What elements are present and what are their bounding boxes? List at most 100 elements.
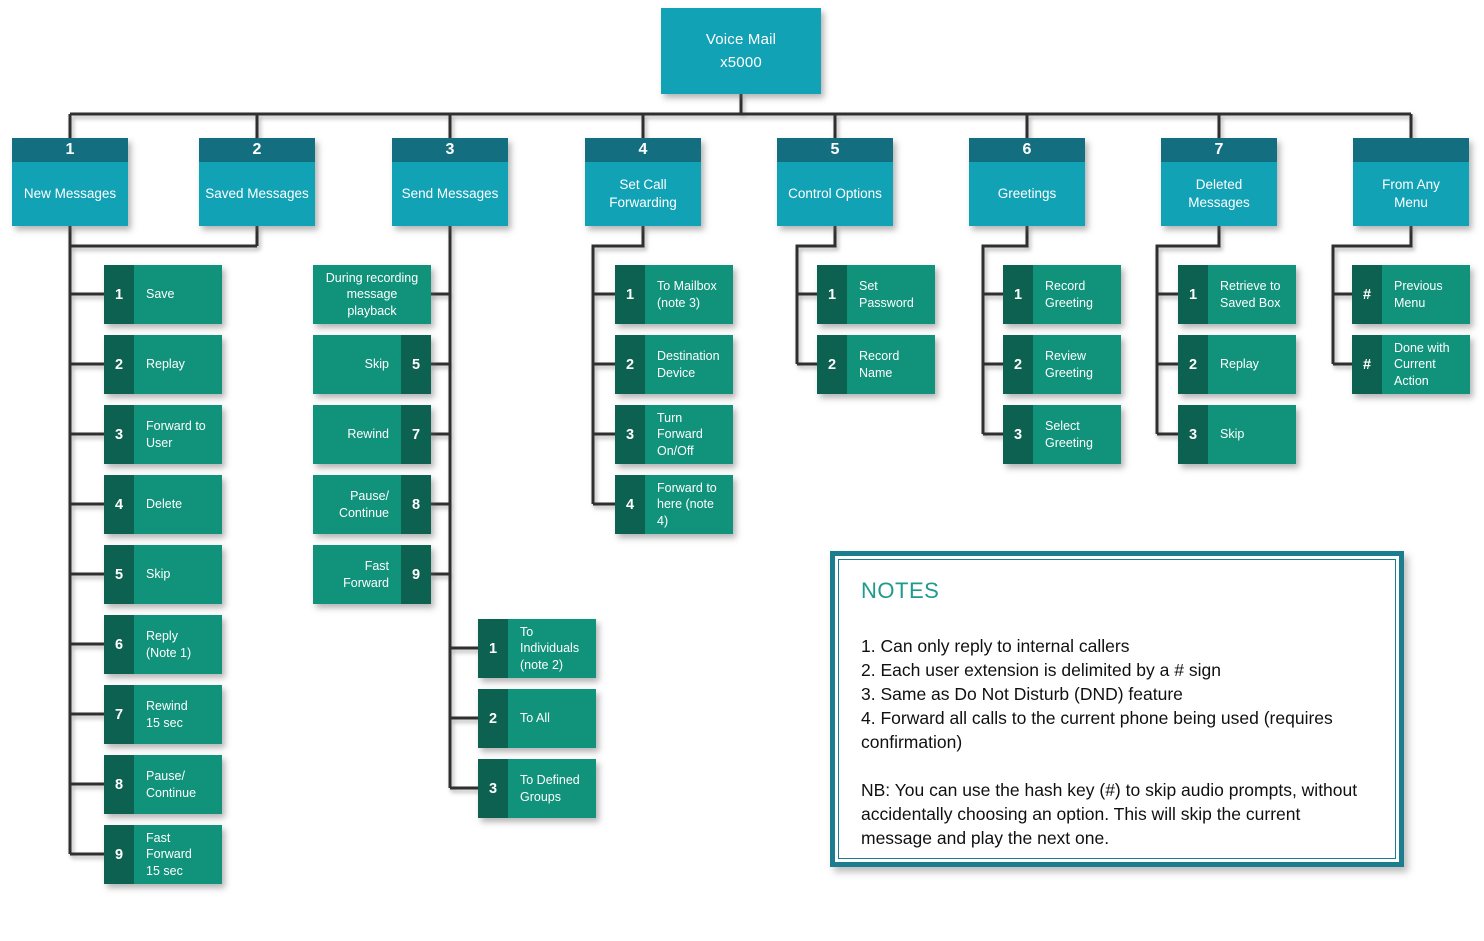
branch-label: Saved Messages: [199, 162, 315, 226]
branch-label: New Messages: [12, 162, 128, 226]
item-record-greeting: 1 Record Greeting: [1003, 265, 1121, 324]
item-reply: 6 Reply (Note 1): [104, 615, 222, 674]
item-deleted-skip: 3 Skip: [1178, 405, 1296, 464]
item-destination-device: 2 Destination Device: [615, 335, 733, 394]
item-label: Rewind: [313, 405, 401, 464]
item-key: 4: [615, 475, 645, 534]
item-key: 3: [1003, 405, 1033, 464]
connector-deleted-messages: [1155, 226, 1221, 436]
item-label: Pause/ Continue: [134, 755, 222, 814]
node-greetings: 6 Greetings: [969, 138, 1085, 226]
item-set-password: 1 Set Password: [817, 265, 935, 324]
notes-title: NOTES: [861, 578, 940, 603]
branch-key: [1353, 138, 1469, 162]
item-playback-rewind: 7 Rewind: [313, 405, 431, 464]
item-playback-pause-continue: 8 Pause/ Continue: [313, 475, 431, 534]
item-key: 1: [104, 265, 134, 324]
item-playback-skip: 5 Skip: [313, 335, 431, 394]
item-label: Select Greeting: [1033, 405, 1121, 464]
branch-key: 4: [585, 138, 701, 162]
item-label: To Mailbox (note 3): [645, 265, 733, 324]
item-key: #: [1352, 265, 1382, 324]
item-key: 7: [401, 405, 431, 464]
item-skip: 5 Skip: [104, 545, 222, 604]
branch-key: 3: [392, 138, 508, 162]
item-key: 6: [104, 615, 134, 674]
item-label: Replay: [134, 335, 222, 394]
connector-send-messages: [430, 226, 478, 790]
note-line: 2. Each user extension is delimited by a…: [861, 660, 1221, 680]
item-key: 1: [1178, 265, 1208, 324]
item-label: Turn Forward On/Off: [645, 405, 733, 464]
node-new-messages: 1 New Messages: [12, 138, 128, 226]
node-during-recording-playback: During recording message playback: [313, 265, 431, 324]
item-review-greeting: 2 Review Greeting: [1003, 335, 1121, 394]
item-deleted-replay: 2 Replay: [1178, 335, 1296, 394]
note-line: 4. Forward all calls to the current phon…: [861, 708, 1333, 752]
branch-key: 2: [199, 138, 315, 162]
item-label: Record Greeting: [1033, 265, 1121, 324]
item-key: 9: [401, 545, 431, 604]
item-to-defined-groups: 3 To Defined Groups: [478, 759, 596, 818]
item-label: Done with Current Action: [1382, 335, 1470, 394]
branch-label: Deleted Messages: [1161, 162, 1277, 226]
item-label: Forward to here (note 4): [645, 475, 733, 534]
item-key: 2: [1003, 335, 1033, 394]
connector-top-tier: [68, 94, 1413, 138]
item-key: 9: [104, 825, 134, 884]
item-key: 5: [401, 335, 431, 394]
note-line: 1. Can only reply to internal callers: [861, 636, 1130, 656]
item-key: 2: [104, 335, 134, 394]
node-voice-mail-root: Voice Mail x5000: [661, 8, 821, 94]
item-label: Fast Forward: [313, 545, 401, 604]
item-key: 7: [104, 685, 134, 744]
item-key: 8: [104, 755, 134, 814]
item-select-greeting: 3 Select Greeting: [1003, 405, 1121, 464]
connector-call-forwarding: [591, 226, 645, 506]
item-retrieve-to-saved-box: 1 Retrieve to Saved Box: [1178, 265, 1296, 324]
item-pause-continue: 8 Pause/ Continue: [104, 755, 222, 814]
item-key: 3: [104, 405, 134, 464]
item-to-individuals: 1 To Individuals (note 2): [478, 619, 596, 678]
item-delete: 4 Delete: [104, 475, 222, 534]
connector-from-any-menu: [1331, 226, 1413, 366]
item-label: Save: [134, 265, 222, 324]
node-send-messages: 3 Send Messages: [392, 138, 508, 226]
item-record-name: 2 Record Name: [817, 335, 935, 394]
connector-control-options: [795, 226, 837, 366]
item-label: Fast Forward 15 sec: [134, 825, 222, 884]
item-forward-to-user: 3 Forward to User: [104, 405, 222, 464]
item-label: Previous Menu: [1382, 265, 1470, 324]
node-from-any-menu: From Any Menu: [1353, 138, 1469, 226]
branch-label: Send Messages: [392, 162, 508, 226]
item-done-with-current-action: # Done with Current Action: [1352, 335, 1470, 394]
item-fast-forward-15-sec: 9 Fast Forward 15 sec: [104, 825, 222, 884]
item-key: #: [1352, 335, 1382, 394]
branch-key: 1: [12, 138, 128, 162]
item-label: Set Password: [847, 265, 935, 324]
item-label: To Individuals (note 2): [508, 619, 596, 678]
item-label: Replay: [1208, 335, 1296, 394]
branch-label: From Any Menu: [1353, 162, 1469, 226]
branch-key: 5: [777, 138, 893, 162]
item-key: 8: [401, 475, 431, 534]
item-label: Review Greeting: [1033, 335, 1121, 394]
item-key: 5: [104, 545, 134, 604]
note-line: 3. Same as Do Not Disturb (DND) feature: [861, 684, 1183, 704]
item-key: 2: [1178, 335, 1208, 394]
branch-label: Control Options: [777, 162, 893, 226]
item-label: Skip: [1208, 405, 1296, 464]
connector-new-saved: [68, 226, 259, 856]
item-forward-to-here: 4 Forward to here (note 4): [615, 475, 733, 534]
item-label: Skip: [134, 545, 222, 604]
item-rewind-15-sec: 7 Rewind 15 sec: [104, 685, 222, 744]
item-label: Delete: [134, 475, 222, 534]
item-label: Rewind 15 sec: [134, 685, 222, 744]
item-label: Reply (Note 1): [134, 615, 222, 674]
notes-nb: NB: You can use the hash key (#) to skip…: [861, 780, 1358, 848]
branch-label: Set Call Forwarding: [585, 162, 701, 226]
item-previous-menu: # Previous Menu: [1352, 265, 1470, 324]
item-key: 2: [615, 335, 645, 394]
item-key: 1: [478, 619, 508, 678]
